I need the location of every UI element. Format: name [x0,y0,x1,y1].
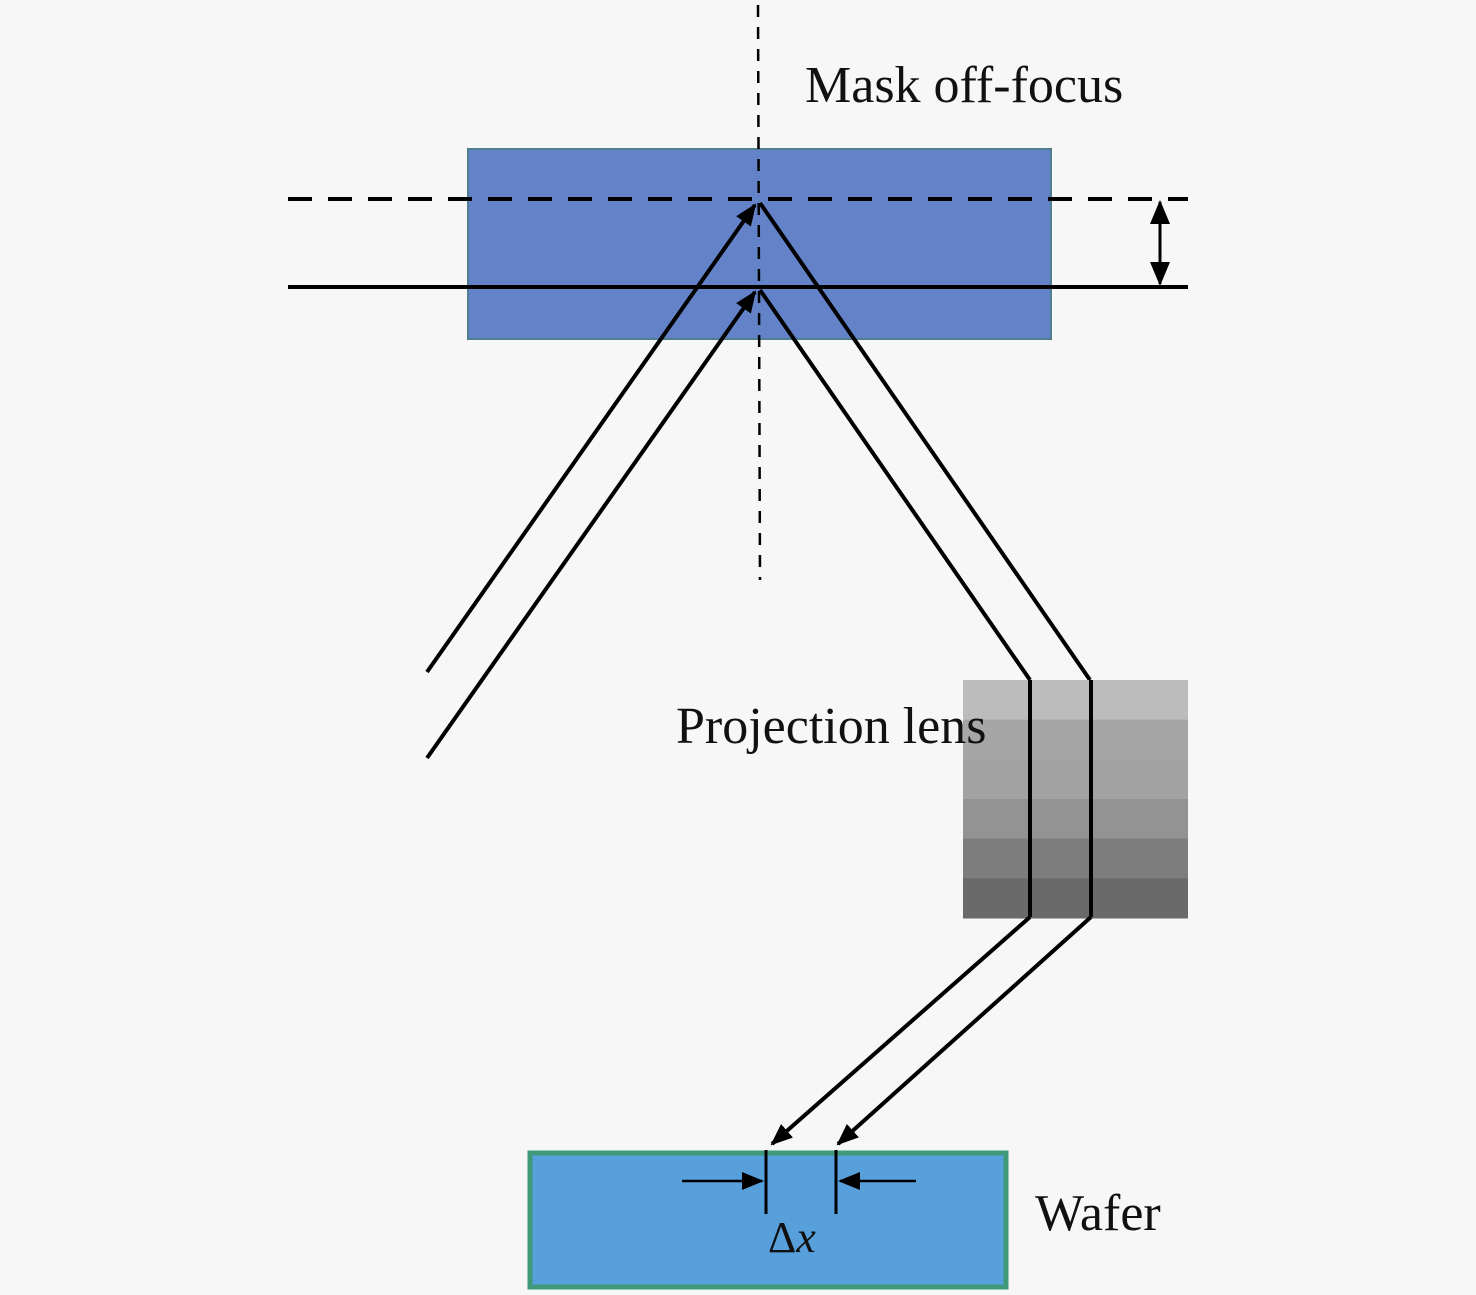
lens-label: Projection lens [676,698,987,755]
displacement-marker [682,1150,916,1214]
lens-band [963,759,1188,800]
exit-ray-outer [836,915,1093,1146]
wafer-label: Wafer [1035,1185,1161,1242]
lens-band [963,799,1188,840]
lens-band [963,838,1188,879]
reflected-ray-inner [758,288,1032,682]
delta-x-label: Δx [768,1213,816,1262]
incident-ray-upper [425,203,757,674]
delta-variable: x [795,1213,816,1262]
exit-ray-inner [770,915,1032,1146]
projection-lens [963,680,1188,919]
incident-ray-lower [425,290,757,760]
mask-block [467,148,1052,340]
reflected-ray-outer [758,201,1092,682]
defocus-distance-arrow [1150,200,1170,286]
optical-axis [756,4,762,581]
mask-label: Mask off-focus [805,57,1123,114]
delta-symbol: Δ [768,1213,796,1262]
lens-band [963,719,1188,760]
lens-band [963,680,1188,721]
wafer-block [527,1150,1009,1290]
lens-band [963,878,1188,919]
